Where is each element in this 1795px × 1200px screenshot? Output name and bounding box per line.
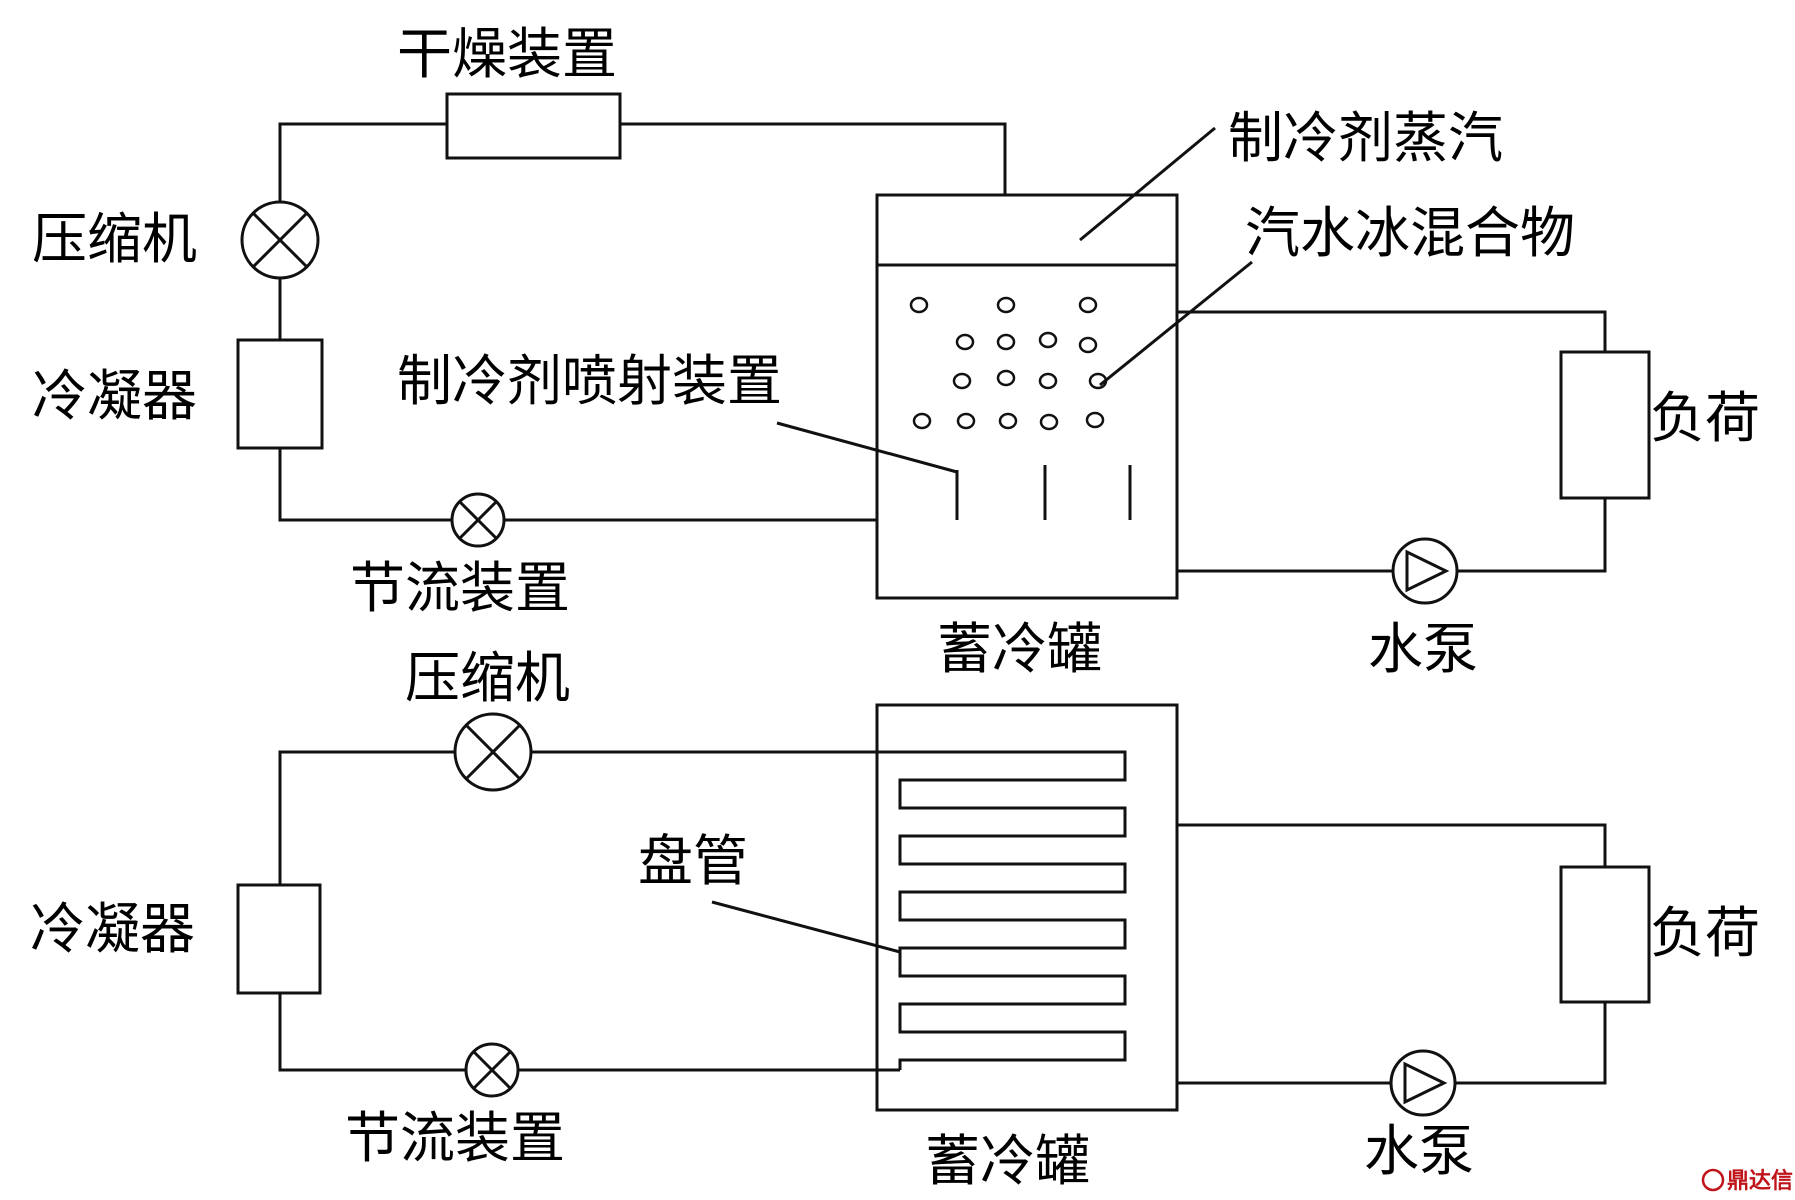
- top-load-box: [1559, 350, 1651, 500]
- label-pump-top: 水泵: [1368, 617, 1478, 681]
- leader-mixture: [1099, 260, 1253, 387]
- top-storage-tank: [875, 193, 1179, 600]
- label-pump-bottom: 水泵: [1364, 1119, 1474, 1183]
- label-load-bottom: 负荷: [1650, 901, 1760, 965]
- label-mixture: 汽水冰混合物: [1245, 201, 1575, 265]
- label-injector: 制冷剂喷射装置: [397, 349, 782, 413]
- label-condenser-top: 冷凝器: [32, 364, 197, 428]
- top-throttle-symbol: [450, 492, 506, 548]
- label-compressor-top: 压缩机: [32, 207, 197, 271]
- leader-refrigerant-vapor: [1079, 126, 1216, 242]
- watermark-logo: 鼎达信: [1701, 1168, 1793, 1194]
- watermark-text: 鼎达信: [1727, 1168, 1793, 1194]
- top-compressor-symbol: [240, 200, 320, 280]
- label-tank-top: 蓄冷罐: [937, 617, 1102, 681]
- leader-injector: [776, 421, 958, 474]
- label-load-top: 负荷: [1650, 386, 1760, 450]
- bottom-compressor-symbol: [453, 712, 533, 792]
- top-water-piping: [1177, 310, 1607, 573]
- label-dryer: 干燥装置: [397, 22, 617, 86]
- top-dryer-box: [445, 92, 622, 160]
- bottom-load-box: [1559, 865, 1651, 1004]
- label-refrigerant-vapor: 制冷剂蒸汽: [1228, 106, 1503, 170]
- top-condenser-box: [236, 338, 324, 450]
- label-throttle-top: 节流装置: [350, 556, 570, 620]
- bottom-refrigerant-piping: [278, 750, 1127, 1072]
- bottom-water-piping: [1177, 823, 1607, 1085]
- bottom-throttle-symbol: [464, 1042, 520, 1098]
- bottom-condenser-box: [236, 883, 322, 995]
- label-tank-bottom: 蓄冷罐: [925, 1129, 1090, 1193]
- top-pump-symbol: [1391, 537, 1459, 605]
- top-system: 干燥装置 压缩机 冷凝器 节流装置 制冷剂蒸汽 汽水冰混合物 制冷剂喷射装置 负…: [32, 22, 1760, 681]
- label-compressor-bottom: 压缩机: [405, 646, 570, 710]
- bottom-pump-symbol: [1389, 1049, 1457, 1117]
- bottom-system: 压缩机 冷凝器 节流装置 盘管 负荷 蓄冷罐 水泵: [30, 646, 1760, 1193]
- label-condenser-bottom: 冷凝器: [30, 897, 195, 961]
- label-throttle-bottom: 节流装置: [345, 1106, 565, 1170]
- leader-coil: [711, 900, 901, 954]
- bottom-storage-tank: [875, 703, 1179, 1112]
- label-coil: 盘管: [638, 829, 748, 893]
